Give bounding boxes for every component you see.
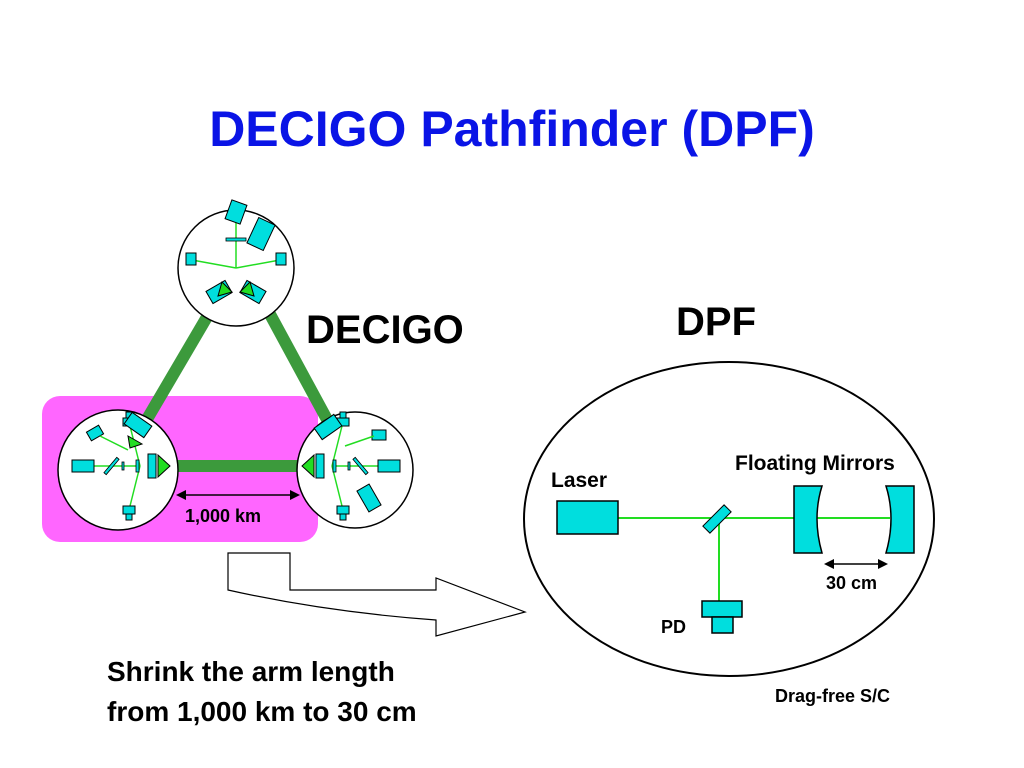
dpf-optics [617,517,890,602]
spacecraft-left [57,409,179,531]
caption: Shrink the arm length from 1,000 km to 3… [107,652,417,732]
floating-mirrors-label: Floating Mirrors [735,452,895,475]
decigo-label: DECIGO [306,308,464,352]
spacecraft-top [177,199,295,327]
cavity-length-arrow [824,559,888,569]
cavity-length-label: 30 cm [826,573,878,593]
slide-title: DECIGO Pathfinder (DPF) [209,101,815,157]
shrink-arrow [227,552,527,637]
dpf-label: DPF [676,300,756,344]
laser-box [556,500,619,535]
beam-splitter [702,504,732,534]
spacecraft-right [296,411,414,529]
caption-line-2: from 1,000 km to 30 cm [107,696,417,727]
arm-length-arrow [176,490,300,500]
mirror-left [793,485,824,554]
mirror-right [884,485,915,554]
photodetector [701,600,743,634]
caption-line-1: Shrink the arm length [107,656,395,687]
arm-length-label: 1,000 km [185,506,262,526]
laser-label: Laser [551,469,608,492]
spacecraft-label: Drag-free S/C [775,686,891,706]
decigo-arms [137,301,336,472]
pd-label: PD [661,617,687,637]
